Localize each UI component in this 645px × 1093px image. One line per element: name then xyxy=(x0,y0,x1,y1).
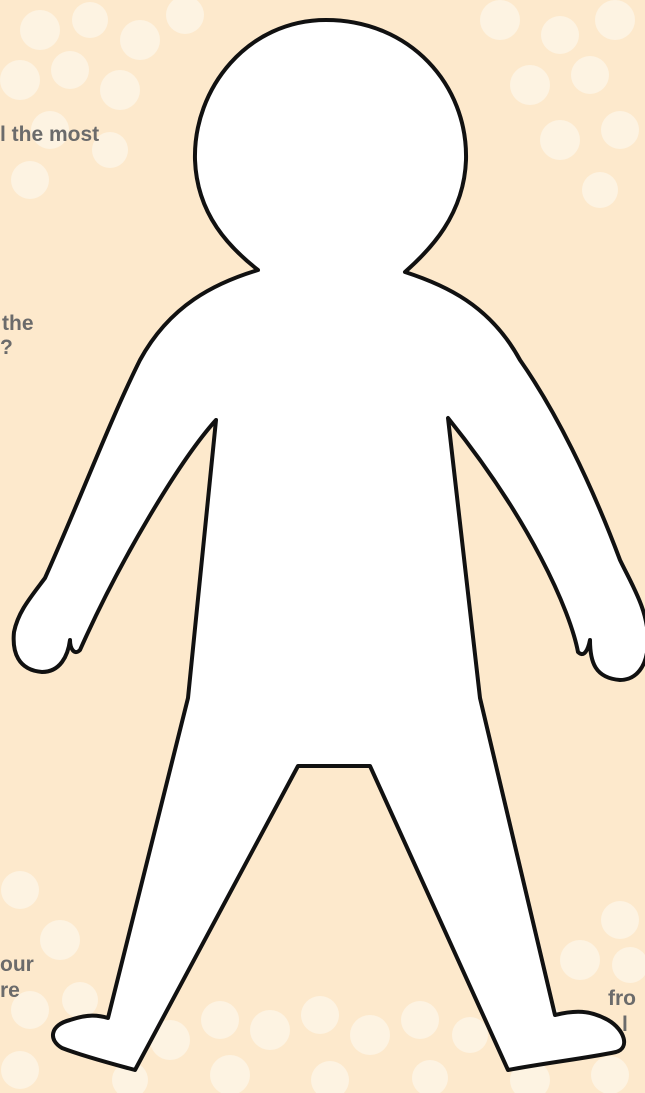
person-outline-body xyxy=(14,20,645,1070)
